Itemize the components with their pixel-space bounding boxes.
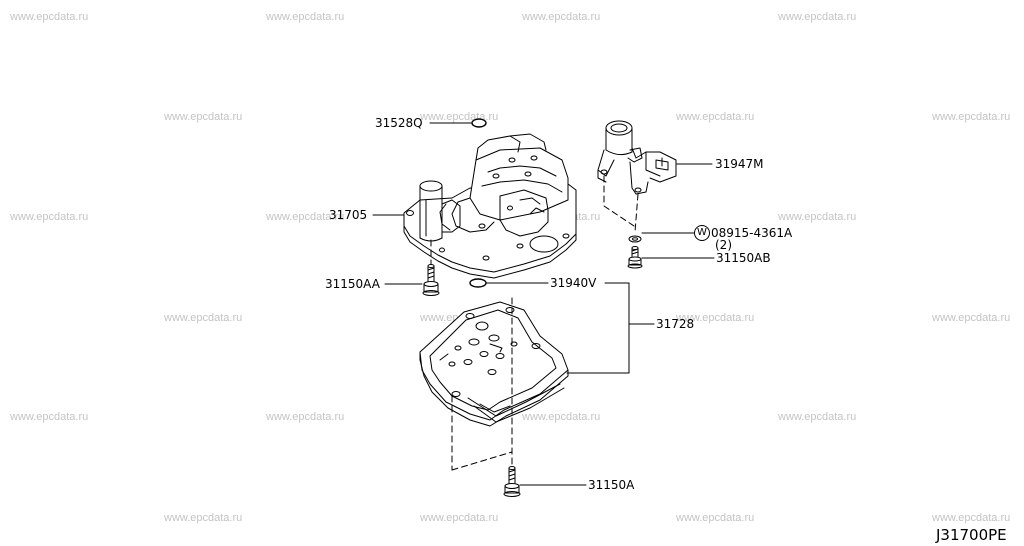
watermark: www.epcdata.ru	[420, 512, 499, 524]
bolt-31150ab[interactable]	[628, 247, 642, 269]
label-31728: 31728	[656, 317, 695, 331]
gasket-31940v[interactable]	[470, 279, 486, 287]
watermark: www.epcdata.ru	[676, 312, 755, 324]
diagram-code: J31700PE	[936, 526, 1007, 544]
label-31947m: 31947M	[715, 157, 764, 171]
watermark: www.epcdata.ru	[164, 512, 243, 524]
assembly-lines	[431, 176, 638, 470]
o-ring-31528q[interactable]	[472, 119, 486, 127]
label-31705: 31705	[329, 208, 368, 222]
label-31528q: 31528Q	[375, 116, 423, 130]
oil-strainer[interactable]	[420, 302, 568, 426]
watermark: www.epcdata.ru	[266, 11, 345, 23]
label-31940v: 31940V	[550, 276, 597, 290]
label-31150aa: 31150AA	[325, 277, 380, 291]
watermark: www.epcdata.ru	[778, 11, 857, 23]
watermark: www.epcdata.ru	[932, 512, 1011, 524]
watermark: www.epcdata.ru	[164, 111, 243, 123]
watermark: www.epcdata.ru	[676, 512, 755, 524]
watermark: www.epcdata.ru	[164, 312, 243, 324]
watermark: www.epcdata.ru	[266, 411, 345, 423]
bolt-31150aa[interactable]	[423, 265, 439, 296]
watermark: www.epcdata.ru	[778, 411, 857, 423]
watermark: www.epcdata.ru	[522, 411, 601, 423]
watermark: www.epcdata.ru	[10, 411, 89, 423]
watermark: www.epcdata.ru	[932, 312, 1011, 324]
watermark: www.epcdata.ru	[932, 111, 1011, 123]
label-08915-4361a: 08915-4361A	[711, 226, 793, 240]
watermark: www.epcdata.ru	[522, 11, 601, 23]
watermark: www.epcdata.ru	[10, 11, 89, 23]
bolt-31150a[interactable]	[504, 467, 520, 497]
label-31150a: 31150A	[588, 478, 635, 492]
label-31150ab: 31150AB	[716, 251, 771, 265]
watermark: www.epcdata.ru	[778, 211, 857, 223]
solenoid-31947m[interactable]	[598, 121, 676, 194]
washer-symbol: W	[694, 225, 710, 241]
label-08915-qty: (2)	[715, 238, 732, 252]
watermark: www.epcdata.ru	[10, 211, 89, 223]
washer-08915[interactable]	[629, 236, 641, 242]
watermark: www.epcdata.ru	[676, 111, 755, 123]
leader-lines	[373, 123, 714, 485]
control-valve-body[interactable]	[404, 134, 576, 278]
watermark: www.epcdata.ru	[266, 211, 345, 223]
